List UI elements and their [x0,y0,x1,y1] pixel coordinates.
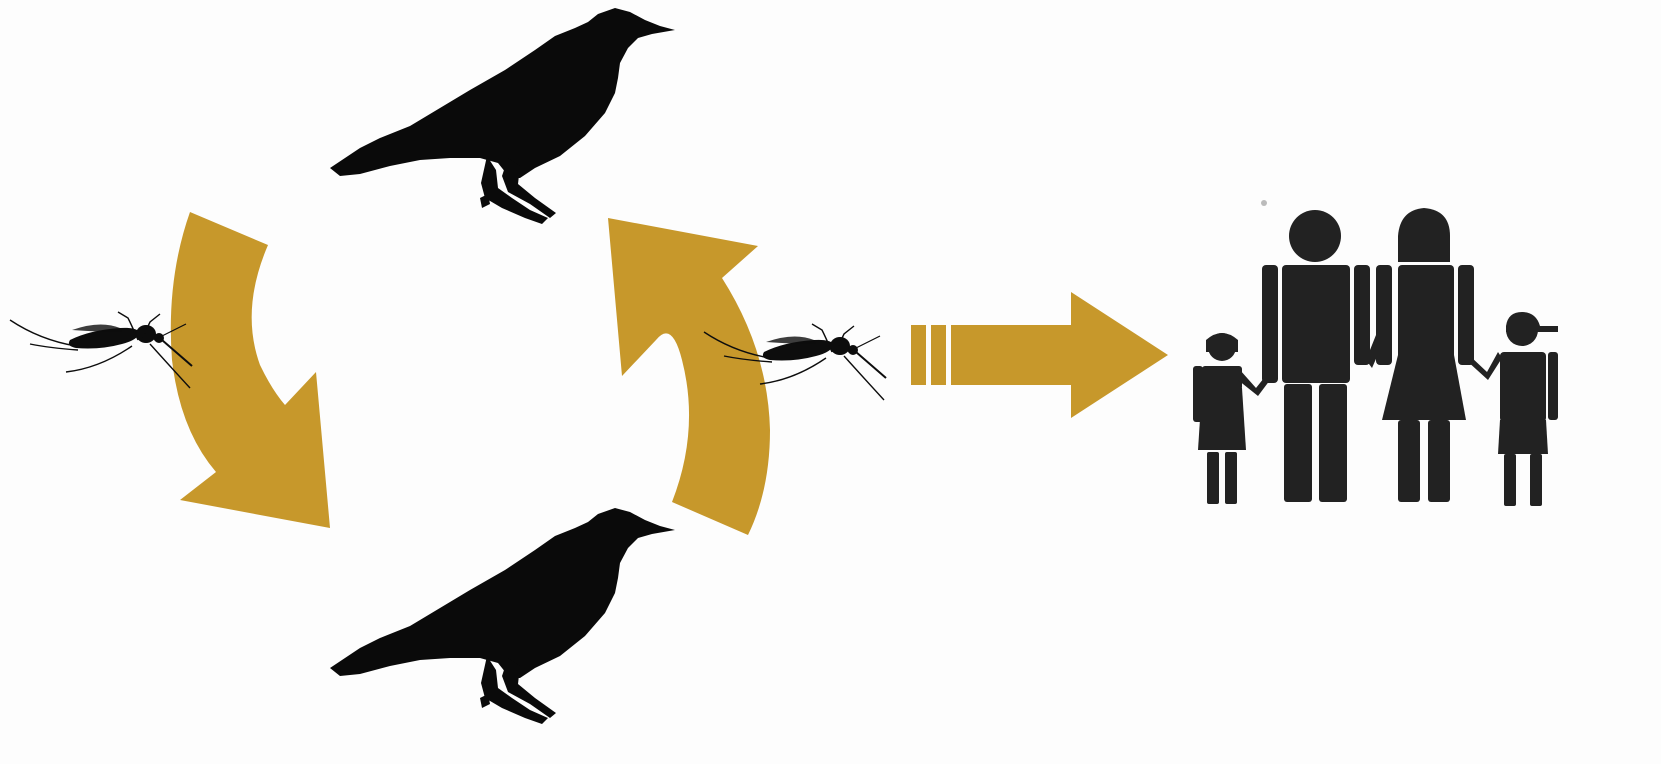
curved-arrow-up-icon [608,218,770,535]
block-arrow-right-icon [911,292,1168,418]
woman-figure [1366,208,1474,502]
boy-figure [1466,312,1558,506]
family-pictogram-icon [1193,200,1558,506]
mosquito-silhouette-icon [10,312,192,388]
crow-silhouette-icon [330,508,675,724]
crow-silhouette-icon [330,8,675,224]
curved-arrow-down-icon [171,212,330,528]
man-figure [1262,210,1370,502]
